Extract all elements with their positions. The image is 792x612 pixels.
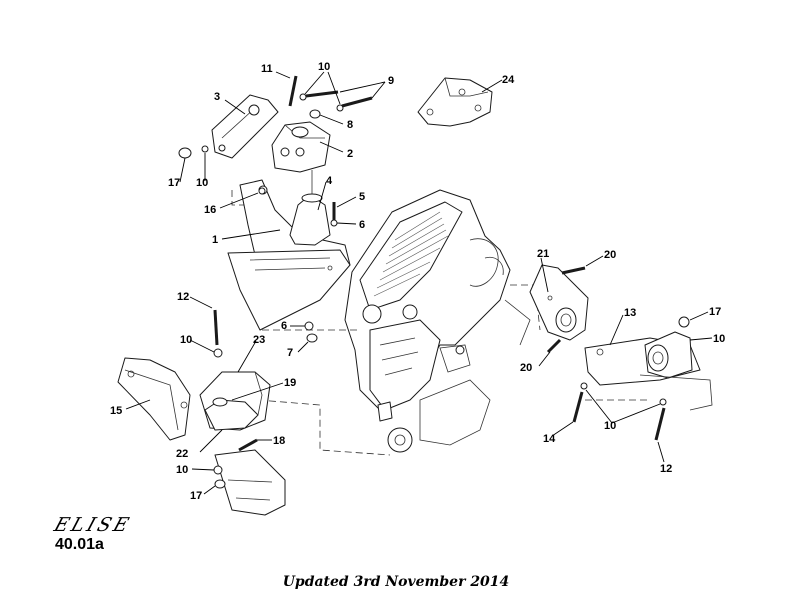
callout-12: 12 — [660, 463, 672, 475]
part-1-main-bracket — [227, 170, 351, 331]
callout-1: 1 — [212, 234, 218, 246]
callout-8: 8 — [347, 119, 353, 131]
callout-15: 15 — [110, 405, 122, 417]
part-13-bracket — [584, 331, 713, 411]
callout-9: 9 — [388, 75, 394, 87]
callout-17: 17 — [709, 306, 721, 318]
part-24-bracket — [417, 77, 493, 127]
callout-6: 6 — [359, 219, 365, 231]
callout-19: 19 — [284, 377, 296, 389]
callout-11: 11 — [261, 63, 273, 75]
lower-left-support — [214, 449, 286, 516]
update-note: Updated 3rd November 2014 — [282, 574, 510, 590]
callout-7: 7 — [287, 347, 293, 359]
callout-10: 10 — [713, 333, 725, 345]
callout-5: 5 — [359, 191, 365, 203]
part-23-lower-mount — [199, 371, 271, 431]
callout-12: 12 — [177, 291, 189, 303]
part-21-bracket — [529, 264, 589, 341]
callout-17: 17 — [190, 490, 202, 502]
part-2-mount-block — [271, 121, 331, 173]
diagram-code: 40.01a — [55, 536, 104, 553]
callout-3: 3 — [214, 91, 220, 103]
callout-10: 10 — [180, 334, 192, 346]
callout-4: 4 — [326, 175, 333, 187]
callout-10: 10 — [196, 177, 208, 189]
callout-16: 16 — [204, 204, 216, 216]
fasteners — [178, 75, 690, 489]
engine-block — [344, 189, 531, 453]
elise-logo: ELISE — [51, 514, 135, 536]
callout-10: 10 — [318, 61, 330, 73]
callout-13: 13 — [624, 307, 636, 319]
callout-17: 17 — [168, 177, 180, 189]
callout-20: 20 — [520, 362, 532, 374]
callout-24: 24 — [502, 74, 515, 86]
part-15-bracket — [117, 357, 191, 441]
callout-6: 6 — [281, 320, 287, 332]
callout-23: 23 — [253, 334, 265, 346]
callout-10: 10 — [604, 420, 616, 432]
callout-20: 20 — [604, 249, 616, 261]
part-3-bracket — [211, 94, 279, 159]
callout-10: 10 — [176, 464, 188, 476]
callout-21: 21 — [537, 248, 549, 260]
callout-18: 18 — [273, 435, 285, 447]
callout-22: 22 — [176, 448, 188, 460]
callout-2: 2 — [347, 148, 353, 160]
callout-14: 14 — [543, 433, 556, 445]
leader-lines — [125, 71, 713, 495]
callout-labels: 11 10 9 3 24 8 2 17 10 4 5 16 6 1 21 20 … — [110, 61, 725, 502]
